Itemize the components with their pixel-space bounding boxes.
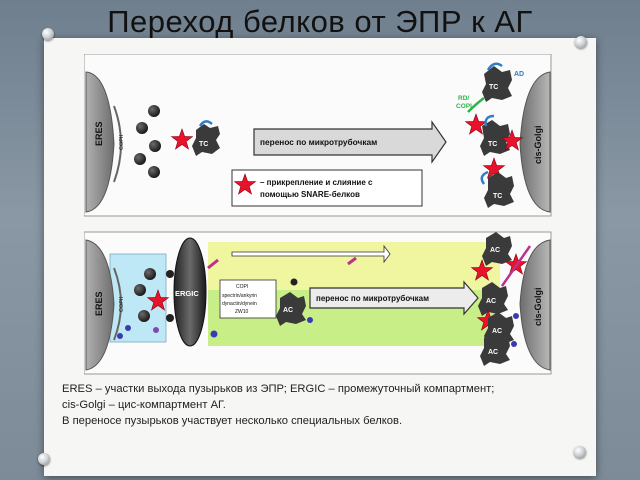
snare-star bbox=[464, 113, 488, 135]
golgi-compartment bbox=[519, 239, 551, 371]
tc-cluster bbox=[480, 120, 510, 156]
copi-box-line: spectrin/ankyrin bbox=[222, 293, 257, 299]
ac-cluster bbox=[480, 332, 510, 366]
copi-label: COPI bbox=[456, 103, 472, 110]
legend-box bbox=[231, 169, 423, 207]
snare-star bbox=[470, 259, 494, 281]
tc-tether-green bbox=[467, 97, 485, 113]
vesicle bbox=[134, 284, 146, 296]
slide-title: Переход белков от ЭПР к АГ bbox=[107, 4, 533, 39]
ac-golgi-label: AC bbox=[488, 349, 498, 356]
tc-tether bbox=[198, 120, 213, 127]
tether-magenta bbox=[207, 258, 219, 270]
transport-diagram: ERES COPII TC перенос по микротрубочкам … bbox=[84, 54, 552, 375]
eres-compartment bbox=[85, 71, 115, 213]
copi-box bbox=[219, 279, 277, 319]
small-vesicle bbox=[166, 314, 174, 322]
copi-box-line: ZW10 bbox=[235, 309, 249, 315]
snare-star bbox=[482, 157, 506, 179]
caption: ERES – участки выхода пузырьков из ЭПР; … bbox=[62, 381, 582, 429]
golgi-label: cis-Golgi bbox=[533, 287, 543, 326]
copii-membrane bbox=[113, 105, 122, 183]
caption-line: ERES – участки выхода пузырьков из ЭПР; … bbox=[62, 383, 495, 395]
ergic-label: ERGIC bbox=[175, 289, 199, 298]
tc-tether bbox=[480, 170, 489, 185]
vesicle bbox=[136, 122, 148, 134]
snare-star bbox=[500, 129, 524, 151]
ac-cluster bbox=[482, 232, 512, 266]
transport-arrow bbox=[253, 120, 447, 164]
ac-cluster bbox=[276, 292, 306, 326]
tether-magenta bbox=[347, 256, 357, 266]
tc-cluster bbox=[482, 66, 512, 102]
small-vesicle bbox=[153, 327, 159, 333]
tc-cluster bbox=[484, 172, 514, 208]
ac-cluster bbox=[478, 282, 508, 316]
ac-golgi-label: AC bbox=[490, 247, 500, 254]
copi-box-line: COPI bbox=[236, 284, 248, 290]
caption-line: В переносе пузырьков участвует несколько… bbox=[62, 415, 403, 427]
tc-tether bbox=[486, 62, 503, 71]
transport-label: перенос по микротрубочкам bbox=[316, 294, 429, 303]
vesicle bbox=[148, 105, 160, 117]
small-vesicle bbox=[511, 341, 517, 347]
tc-golgi-label: TC bbox=[488, 141, 497, 148]
tether-magenta bbox=[500, 245, 532, 287]
vesicle bbox=[149, 140, 161, 152]
pin-icon bbox=[575, 36, 587, 48]
copii-label: COPII bbox=[119, 135, 125, 150]
eres-label: ERES bbox=[94, 121, 104, 146]
vesicle bbox=[138, 310, 150, 322]
rd-label: RD/ bbox=[458, 95, 469, 102]
small-vesicle bbox=[307, 317, 313, 323]
vesicle bbox=[148, 166, 160, 178]
ac-golgi-label: AC bbox=[492, 328, 502, 335]
copii-membrane bbox=[113, 267, 122, 341]
copi-box-line: dynactin/dynein bbox=[222, 301, 257, 307]
ac-label: AC bbox=[283, 307, 293, 314]
eres-label: ERES bbox=[94, 291, 104, 316]
copi-motor-arrow bbox=[231, 244, 391, 264]
snare-star bbox=[146, 289, 170, 311]
legend-line2: помощью SNARE-белков bbox=[260, 190, 360, 199]
snare-star bbox=[170, 128, 194, 150]
pin-icon bbox=[42, 28, 54, 40]
caption-line: cis-Golgi – цис-компартмент АГ. bbox=[62, 399, 226, 411]
tc-label: TC bbox=[199, 141, 208, 148]
tc-cluster bbox=[192, 124, 220, 156]
small-vesicle bbox=[290, 278, 298, 286]
eres-compartment bbox=[85, 239, 115, 371]
tc-golgi-label: TC bbox=[489, 84, 498, 91]
ergic-compartment bbox=[173, 237, 207, 347]
copii-label: COPII bbox=[119, 297, 125, 312]
transport-arrow bbox=[309, 280, 479, 316]
ac-golgi-label: AC bbox=[486, 298, 496, 305]
small-vesicle bbox=[513, 313, 519, 319]
golgi-compartment bbox=[519, 71, 551, 213]
pin-icon bbox=[38, 453, 50, 465]
pin-icon bbox=[574, 446, 586, 458]
tc-golgi-label: TC bbox=[493, 193, 502, 200]
small-vesicle bbox=[125, 325, 131, 331]
small-vesicle bbox=[117, 333, 123, 339]
small-vesicle bbox=[166, 270, 174, 278]
vesicle bbox=[134, 153, 146, 165]
golgi-label: cis-Golgi bbox=[533, 125, 543, 164]
ad-label: AD bbox=[514, 71, 524, 78]
legend-line1: – прикрепление и слияние с bbox=[260, 178, 373, 187]
vesicle bbox=[144, 268, 156, 280]
tc-tether bbox=[484, 114, 495, 127]
legend-star-icon bbox=[233, 173, 257, 195]
small-vesicle bbox=[210, 330, 218, 338]
transport-label: перенос по микротрубочкам bbox=[260, 137, 377, 147]
